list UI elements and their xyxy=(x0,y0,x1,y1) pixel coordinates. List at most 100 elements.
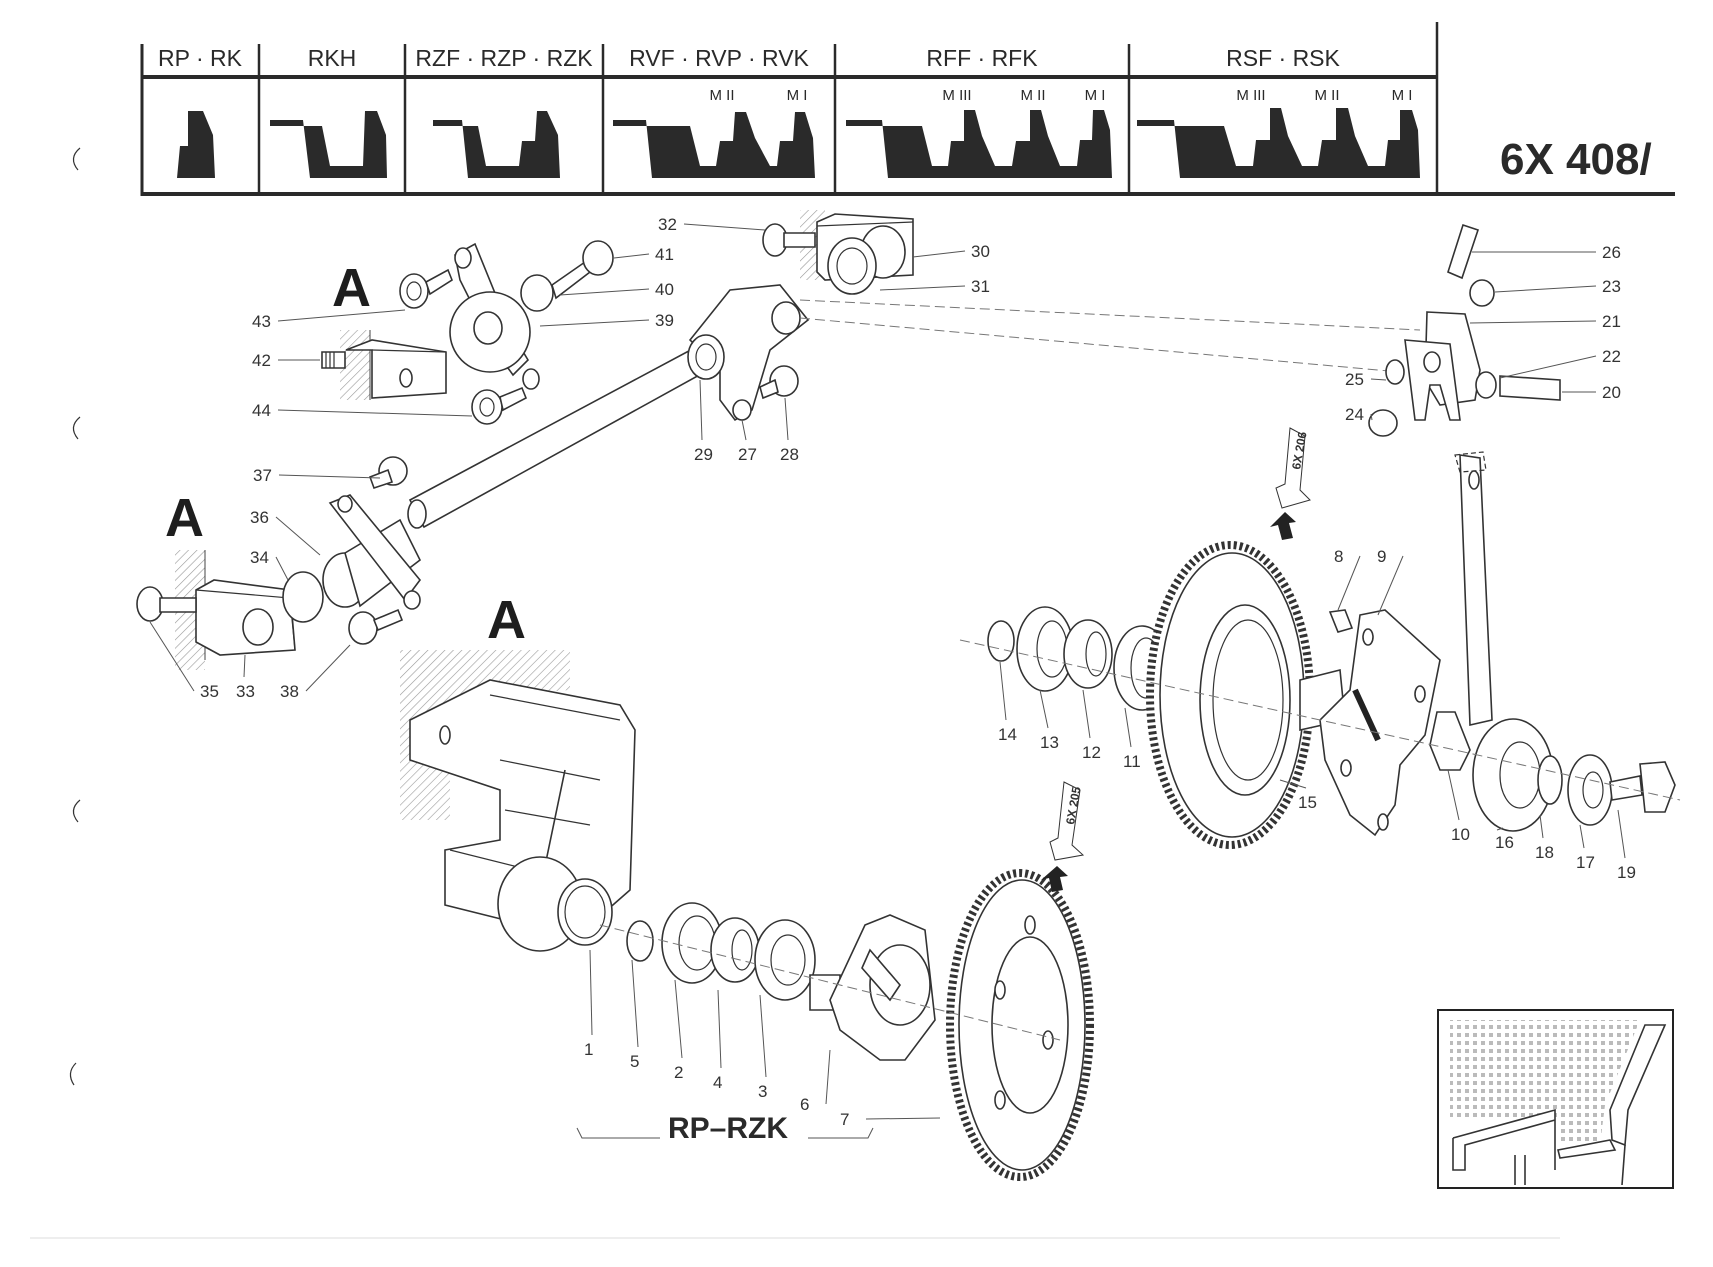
callout-26: 26 xyxy=(1602,243,1621,262)
bracket-housing xyxy=(400,650,636,952)
callout-9: 9 xyxy=(1377,547,1386,566)
cap-nut xyxy=(399,273,429,309)
profile-rff-rfk xyxy=(846,110,1112,178)
lever-assembly-upper xyxy=(321,240,614,425)
callout-leader xyxy=(1539,814,1544,839)
callout-leader xyxy=(613,253,650,259)
slide-block xyxy=(1429,711,1471,771)
binder-mark xyxy=(72,147,81,171)
callout-leader xyxy=(1377,555,1404,616)
callout-leader xyxy=(1039,689,1049,729)
module-label: M I xyxy=(787,87,808,104)
profile-rp-rk xyxy=(177,111,215,178)
callout-37: 37 xyxy=(253,466,272,485)
callout-31: 31 xyxy=(971,277,990,296)
cap-screw xyxy=(582,240,614,276)
bushing xyxy=(1385,359,1405,385)
callout-32: 32 xyxy=(658,215,677,234)
callout-leader xyxy=(1494,285,1597,293)
module-label: M III xyxy=(942,87,971,104)
bushing xyxy=(1475,371,1497,399)
clevis-fork xyxy=(1404,339,1461,421)
assembly-axis xyxy=(799,299,1421,331)
callout-leader xyxy=(1447,769,1460,821)
callout-16: 16 xyxy=(1495,833,1514,852)
callout-27: 27 xyxy=(738,445,757,464)
arrow-up-icon xyxy=(1270,512,1296,540)
group-bracket: RP–RZK xyxy=(576,1112,874,1145)
callout-leader xyxy=(1082,689,1091,739)
end-cap xyxy=(626,920,654,962)
shaft-assembly xyxy=(407,284,810,529)
callout-14: 14 xyxy=(998,725,1017,744)
module-label: M I xyxy=(1085,87,1106,104)
detail-marker-a: A xyxy=(487,590,526,650)
callout-4: 4 xyxy=(713,1073,722,1092)
callout-39: 39 xyxy=(655,311,674,330)
callout-15: 15 xyxy=(1298,793,1317,812)
detail-marker-a: A xyxy=(332,258,371,318)
callout-leader xyxy=(865,1117,941,1120)
module-label: M III xyxy=(1236,87,1265,104)
callout-1: 1 xyxy=(584,1040,593,1059)
cross-ref-6x205[interactable]: 6X 205 xyxy=(1041,781,1085,892)
header-col-rvf-rvp-rvk: RVF · RVP · RVK xyxy=(629,45,809,71)
profile-rzf-rzp-rzk xyxy=(433,111,560,178)
callout-3: 3 xyxy=(758,1082,767,1101)
header-col-rp-rk: RP · RK xyxy=(158,45,243,71)
callout-10: 10 xyxy=(1451,825,1470,844)
callout-42: 42 xyxy=(252,351,271,370)
callout-33: 33 xyxy=(236,682,255,701)
callout-leader xyxy=(1370,413,1373,421)
callout-23: 23 xyxy=(1602,277,1621,296)
callout-leader xyxy=(1469,320,1597,324)
callout-leader xyxy=(277,309,406,322)
header-col-rsf-rsk: RSF · RSK xyxy=(1226,45,1340,71)
callout-13: 13 xyxy=(1040,733,1059,752)
binder-mark xyxy=(72,799,81,823)
pin xyxy=(1499,375,1561,401)
callout-8: 8 xyxy=(1334,547,1343,566)
connecting-rod xyxy=(1459,454,1493,726)
pin xyxy=(1447,223,1480,280)
nut xyxy=(1469,279,1495,307)
cross-ref-6x206[interactable]: 6X 206 xyxy=(1270,427,1311,540)
callout-leader xyxy=(631,959,639,1048)
bracket-body xyxy=(409,679,636,926)
callout-leader xyxy=(149,621,195,692)
cross-ref-label: 6X 205 xyxy=(1063,785,1083,825)
profile-rvf-rvp-rvk xyxy=(613,112,815,178)
callout-28: 28 xyxy=(780,445,799,464)
eccentric-plate xyxy=(1319,609,1441,837)
callout-leader xyxy=(1279,779,1307,789)
spacer-sleeve xyxy=(520,274,554,312)
callout-leader xyxy=(699,379,703,441)
clevis-assembly xyxy=(1368,223,1561,437)
callout-22: 22 xyxy=(1602,347,1621,366)
upper-drive-train xyxy=(959,451,1681,849)
bushing xyxy=(282,571,324,623)
header-col-rkh: RKH xyxy=(308,45,357,71)
callout-11: 11 xyxy=(1123,752,1141,771)
ball-bearing xyxy=(1567,754,1613,826)
callout-24: 24 xyxy=(1345,405,1364,424)
module-label: M II xyxy=(1021,87,1046,104)
callout-leader xyxy=(717,989,722,1069)
inset-shading xyxy=(1450,1020,1640,1145)
callout-leader xyxy=(1617,809,1626,859)
callout-leader xyxy=(275,556,289,581)
callout-leader xyxy=(879,285,966,291)
callout-40: 40 xyxy=(655,280,674,299)
callout-21: 21 xyxy=(1602,312,1621,331)
callout-leader xyxy=(912,250,966,258)
group-label: RP–RZK xyxy=(668,1112,788,1145)
callout-leader xyxy=(999,661,1007,721)
callout-44: 44 xyxy=(252,401,271,420)
callout-leader xyxy=(784,397,789,441)
end-cap xyxy=(987,620,1015,662)
assembly-axis xyxy=(799,317,1401,373)
callout-19: 19 xyxy=(1617,863,1636,882)
callout-leader xyxy=(539,319,650,327)
callout-leader xyxy=(278,474,381,479)
arrow-up-icon xyxy=(1041,866,1068,892)
